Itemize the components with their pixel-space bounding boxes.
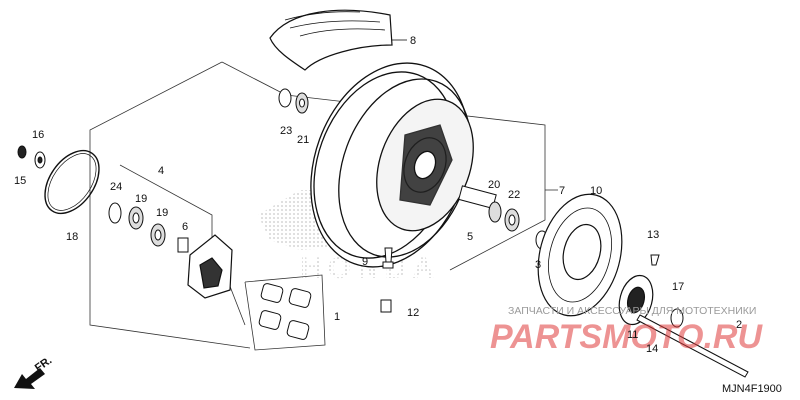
callout-17: 17	[672, 281, 684, 293]
retaining-ring	[44, 149, 100, 215]
air-valve	[382, 247, 394, 269]
callout-14: 14	[646, 343, 658, 355]
left-group-outline	[89, 61, 251, 349]
callout-labels: 1 2 3 4 5 6 7 8 9 10 11 12 13 14 15 16 1…	[14, 35, 742, 355]
callout-19a: 19	[135, 193, 147, 205]
disc-bolt	[650, 254, 660, 266]
front-direction-indicator: FR.	[14, 354, 54, 389]
watermark-subtitle: ЗАПЧАСТИ И АКСЕССУАРЫ ДЛЯ МОТОТЕХНИКИ	[508, 305, 756, 317]
callout-4: 4	[158, 165, 164, 177]
callout-23: 23	[280, 125, 292, 137]
callout-21: 21	[297, 134, 309, 146]
damper-rubbers	[258, 283, 312, 340]
callout-12: 12	[407, 307, 419, 319]
callout-9: 9	[362, 256, 368, 268]
diagram-code: MJN4F1900	[722, 383, 782, 395]
balance-weight	[380, 299, 392, 313]
callout-13: 13	[647, 229, 659, 241]
callout-5: 5	[467, 231, 473, 243]
callout-7: 7	[559, 185, 565, 197]
callout-19b: 19	[156, 207, 168, 219]
wheel-rim	[310, 62, 474, 268]
callout-20: 20	[488, 179, 500, 191]
driven-flange	[187, 234, 233, 299]
pulser-ring	[618, 274, 654, 326]
side-collar	[670, 308, 684, 328]
callout-22: 22	[508, 189, 520, 201]
callout-10: 10	[590, 185, 602, 197]
damper-box-outline	[244, 274, 326, 351]
callout-11: 11	[627, 329, 638, 341]
callout-24: 24	[110, 181, 122, 193]
callout-6: 6	[182, 221, 188, 233]
callout-3: 3	[535, 259, 541, 271]
watermark-site: PARTSMOTO.RU	[490, 318, 763, 356]
wheel-assembly-outline	[221, 61, 287, 96]
callout-18: 18	[66, 231, 78, 243]
callout-15: 15	[14, 175, 26, 187]
callout-1: 1	[334, 311, 340, 323]
callout-8: 8	[410, 35, 416, 47]
tire	[269, 9, 407, 71]
hub-bearings	[108, 88, 549, 253]
rear-axle	[636, 314, 749, 378]
callout-2: 2	[736, 319, 742, 331]
front-arrow-icon	[14, 368, 45, 389]
brake-disc	[537, 193, 623, 317]
axle-nut	[17, 145, 46, 169]
callout-16: 16	[32, 129, 44, 141]
